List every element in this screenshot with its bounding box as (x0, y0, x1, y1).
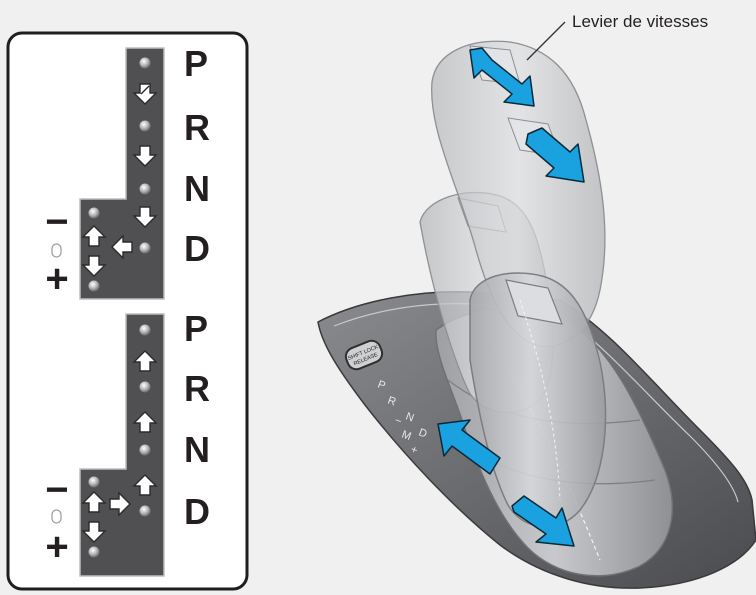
gate-dot (89, 477, 100, 488)
gate-label-n: N (184, 429, 210, 470)
gate-label-plus: + (45, 525, 68, 569)
gate-dot (140, 243, 151, 254)
gate-label-p: P (184, 43, 208, 84)
gate-label-n: N (184, 168, 210, 209)
gate-label-plus: + (45, 257, 68, 301)
gate-label-d: D (184, 228, 210, 269)
gate-label-r: R (184, 368, 210, 409)
gate-dot (89, 208, 100, 219)
gate-label-minus: − (45, 200, 68, 244)
gate-dot (140, 121, 151, 132)
gate-dot (140, 445, 151, 456)
callout-label: Levier de vitesses (572, 12, 708, 31)
gate-dot (140, 325, 151, 336)
gate-dot (140, 184, 151, 195)
shift-lever-illustration: SHIFT LOCK RELEASE P R N D − M + (318, 41, 756, 588)
gate-label-minus: − (45, 468, 68, 512)
gate-label-r: R (184, 107, 210, 148)
callout-leader-line (527, 22, 565, 60)
gate-dot (140, 506, 151, 517)
gate-dot (89, 281, 100, 292)
gate-dot (140, 382, 151, 393)
gate-label-p: P (184, 308, 208, 349)
gate-dot (140, 58, 151, 69)
gate-dot (89, 547, 100, 558)
gate-label-d: D (184, 491, 210, 532)
